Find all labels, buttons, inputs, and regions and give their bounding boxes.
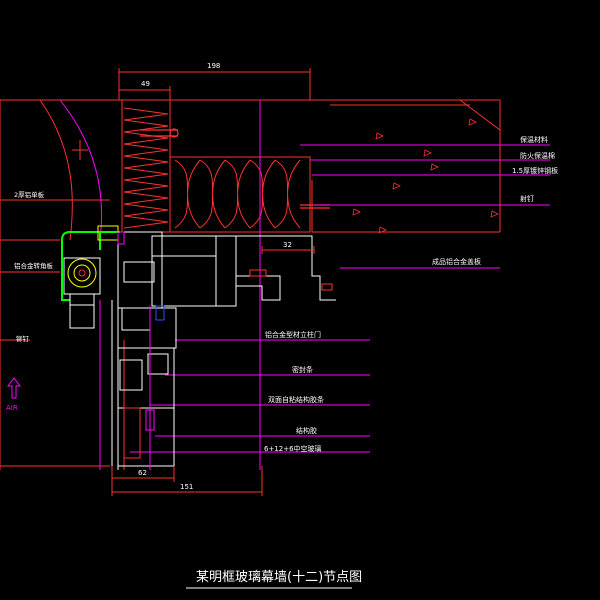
label-insulation-material: 保温材料 bbox=[520, 135, 548, 144]
label-structural-glue: 结构胶 bbox=[296, 426, 317, 435]
drawing-title: 某明框玻璃幕墙(十二)节点图 bbox=[196, 570, 362, 585]
bottom-dimensions bbox=[111, 466, 263, 496]
curved-panel bbox=[39, 99, 103, 241]
label-fire-insulation: 防火保温棉 bbox=[520, 151, 555, 160]
dimension-mid: 32 bbox=[283, 241, 292, 249]
dimension-bottom-a: 62 bbox=[138, 469, 147, 477]
label-tape: 双面自粘结构胶条 bbox=[268, 395, 324, 404]
left-labels: 2厚铝单板 铝合金转角板 铆钉 bbox=[14, 190, 54, 343]
mid-dimension bbox=[261, 246, 315, 254]
roller-unit bbox=[63, 257, 101, 329]
label-glass: 6+12+6中空玻璃 bbox=[264, 444, 322, 453]
label-mullion: 铝合金型材立柱门 bbox=[265, 330, 321, 339]
label-corner-plate: 铝合金转角板 bbox=[14, 261, 54, 270]
air-arrow-icon bbox=[7, 377, 21, 399]
dimension-top-total: 198 bbox=[207, 62, 220, 70]
air-label: AIR bbox=[6, 404, 18, 412]
label-rivet: 铆钉 bbox=[16, 334, 30, 343]
wall-insulation bbox=[121, 99, 171, 233]
label-seal-strip: 密封条 bbox=[292, 365, 313, 374]
label-galvanized-steel: 1.5厚镀锌钢板 bbox=[512, 166, 558, 175]
anchor-bolts bbox=[140, 128, 330, 209]
concrete-aggregate-marks bbox=[352, 118, 499, 234]
dimension-top-left: 49 bbox=[141, 80, 150, 88]
insulation-block bbox=[169, 156, 311, 233]
mullion-profile bbox=[117, 231, 281, 467]
gasket-details bbox=[117, 231, 333, 470]
left-reference-lines bbox=[0, 100, 110, 470]
label-cover-plate: 成品铝合金盖板 bbox=[432, 257, 481, 266]
right-leader-lines bbox=[130, 100, 550, 470]
label-aluminum-panel: 2厚铝单板 bbox=[14, 190, 45, 199]
concrete-slab bbox=[0, 99, 501, 233]
label-nail: 射钉 bbox=[520, 194, 534, 203]
right-labels: 保温材料 防火保温棉 1.5厚镀锌钢板 射钉 成品铝合金盖板 铝合金型材立柱门 … bbox=[264, 135, 558, 453]
top-dimensions bbox=[118, 68, 311, 100]
dimension-bottom-b: 151 bbox=[180, 483, 193, 491]
cover-plate bbox=[236, 235, 336, 301]
